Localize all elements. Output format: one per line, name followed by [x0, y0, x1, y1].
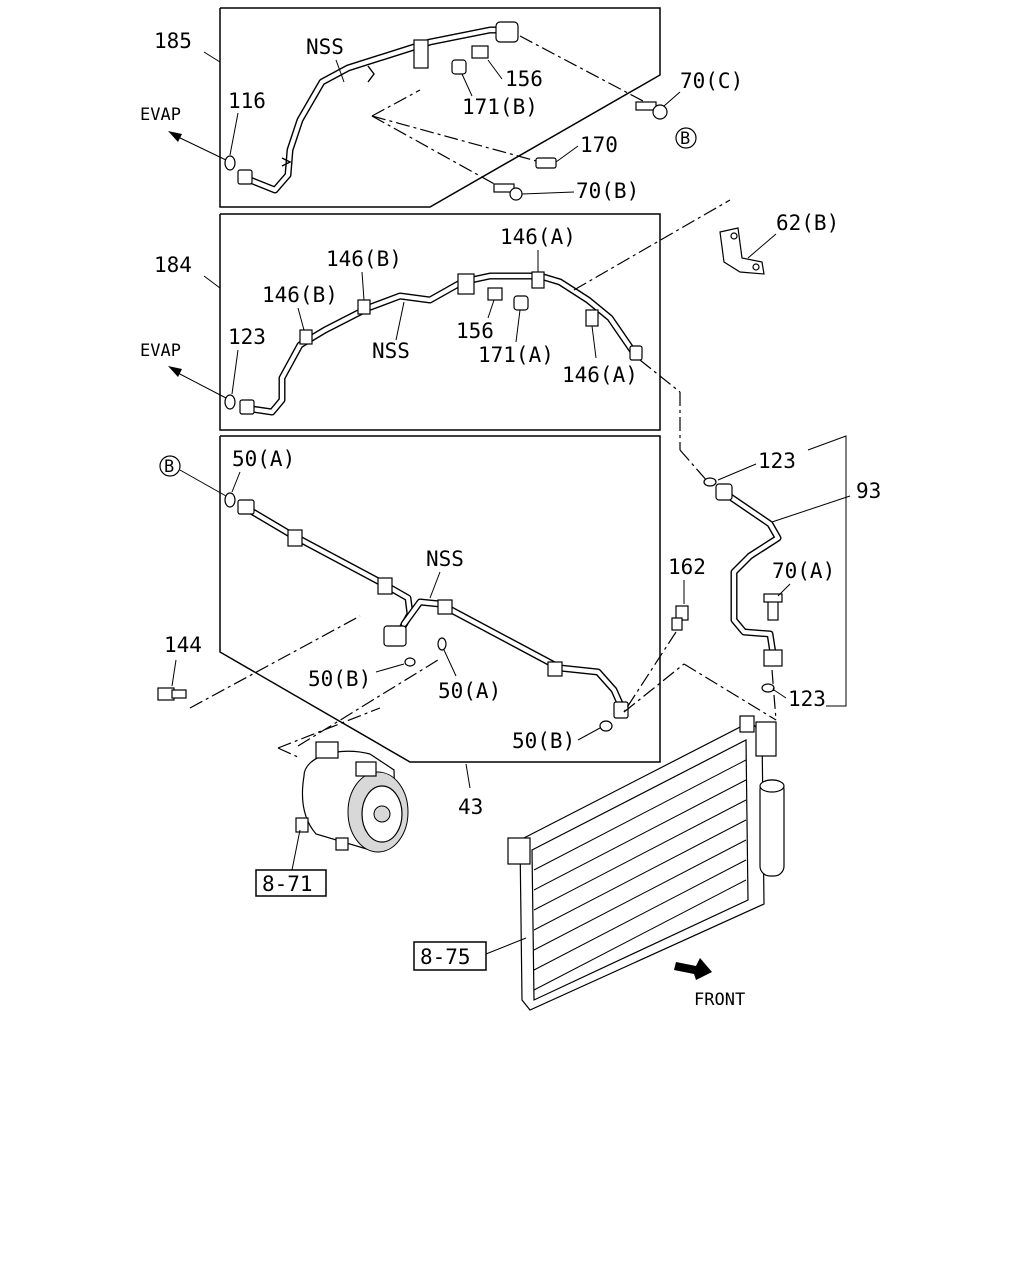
receiver-drier: [759, 779, 785, 877]
label-70c: 70(C): [680, 69, 743, 93]
o-ring-123: [703, 477, 717, 487]
pipe-sleeve: [377, 577, 393, 595]
label-146a-top: 146(A): [500, 225, 576, 249]
pipe-end-fitting: [239, 399, 255, 415]
ref-box-8-71: [255, 869, 327, 897]
label-171a: 171(A): [478, 343, 554, 367]
label-185: 185: [154, 29, 192, 53]
label-184: 184: [154, 253, 192, 277]
label-50b-2: 50(B): [512, 729, 575, 753]
front-indicator: FRONT: [674, 958, 745, 1010]
label-62b: 62(B): [776, 211, 839, 235]
hose-block-fitting: [495, 21, 519, 43]
label-nss-mid: NSS: [372, 339, 410, 363]
label-144: 144: [164, 633, 202, 657]
label-70a: 70(A): [772, 559, 835, 583]
label-146a-bot: 146(A): [562, 363, 638, 387]
label-123-mid: 123: [228, 325, 266, 349]
evap-arrow-icon: [168, 366, 182, 377]
clip-146a: [531, 271, 545, 289]
label-50a-2: 50(A): [438, 679, 501, 703]
panel-43: 43 B 50(A) NSS 50(B) 50(A) 50(B): [157, 435, 706, 819]
condenser-bracket: [507, 837, 531, 865]
label-156-top: 156: [505, 67, 543, 91]
panel-185: 185 NSS EVAP 116 156 171(B) 7: [140, 7, 743, 208]
label-116: 116: [228, 89, 266, 113]
label-156-mid: 156: [456, 319, 494, 343]
condenser-core-lines: [533, 759, 747, 991]
label-146b-2: 146(B): [262, 283, 338, 307]
label-43: 43: [458, 795, 483, 819]
o-ring-50a: [437, 637, 447, 651]
bracket-62b: 62(B): [719, 211, 839, 275]
pipe-sleeve: [437, 599, 453, 615]
ref-box-8-75: [413, 941, 487, 971]
clip-146a: [585, 309, 599, 327]
label-b-circle-top: B: [680, 129, 690, 149]
compressor-fitting: [355, 761, 377, 777]
label-evap-mid: EVAP: [140, 341, 181, 361]
pipe-end-fitting: [715, 483, 733, 501]
pipe-end-fitting: [629, 345, 643, 361]
condenser: 8-75: [413, 663, 785, 1011]
label-front: FRONT: [694, 990, 745, 1010]
label-b-circle-bot: B: [164, 457, 174, 477]
label-146b-1: 146(B): [326, 247, 402, 271]
label-93: 93: [856, 479, 881, 503]
label-171b: 171(B): [462, 95, 538, 119]
ref-circle-b-bot: [159, 455, 181, 477]
label-123-right-bot: 123: [788, 687, 826, 711]
compressor-block-fitting: [383, 625, 407, 647]
o-ring-50a: [224, 492, 236, 508]
o-ring-50b: [404, 657, 416, 667]
cap-171b: [451, 59, 467, 75]
label-50a-1: 50(A): [232, 447, 295, 471]
bolt-70c: [635, 101, 657, 111]
pipe-93: 123 70(A) 123 93: [639, 359, 881, 721]
clip-146b: [299, 329, 313, 345]
pipe-joint: [457, 273, 475, 295]
front-arrow-icon: [674, 958, 712, 980]
o-ring-50b: [599, 720, 613, 732]
evap-arrow-icon: [168, 131, 182, 142]
pipe-sleeve: [287, 529, 303, 547]
label-ref-8-75: 8-75: [420, 945, 471, 969]
condenser-bracket: [739, 715, 755, 733]
condenser-inlet-fitting: [755, 721, 777, 757]
label-evap-top: EVAP: [140, 105, 181, 125]
bolt-170: [535, 157, 557, 169]
label-nss-bot: NSS: [426, 547, 464, 571]
pipe-sleeve: [547, 661, 563, 677]
pipe-flange: [763, 649, 783, 667]
label-123-right-top: 123: [758, 449, 796, 473]
label-162: 162: [668, 555, 706, 579]
o-ring-123: [224, 394, 236, 410]
pipe-end-fitting: [613, 701, 629, 719]
service-valve-156: [471, 45, 489, 59]
label-ref-8-71: 8-71: [262, 872, 313, 896]
compressor: 8-71: [255, 707, 409, 897]
hose-break-mark: [367, 65, 375, 83]
compressor-fitting: [315, 741, 339, 759]
panel-184: 184 146(B) 146(B) 146(A) 146(A) NSS EVAP…: [140, 199, 731, 431]
cap-171a: [513, 295, 529, 311]
label-170: 170: [580, 133, 618, 157]
label-nss-top: NSS: [306, 35, 344, 59]
service-valve-156: [487, 287, 503, 301]
pipe-end-fitting: [237, 499, 255, 515]
ref-circle-b-top: [675, 127, 697, 149]
hose-end-fitting: [237, 169, 253, 185]
label-70b: 70(B): [576, 179, 639, 203]
hose-break-mark: [281, 157, 292, 167]
hose-bracket: [413, 39, 429, 69]
o-ring-116: [224, 155, 236, 171]
clip-146b: [357, 299, 371, 315]
label-50b-1: 50(B): [308, 667, 371, 691]
o-ring-123: [761, 683, 775, 693]
